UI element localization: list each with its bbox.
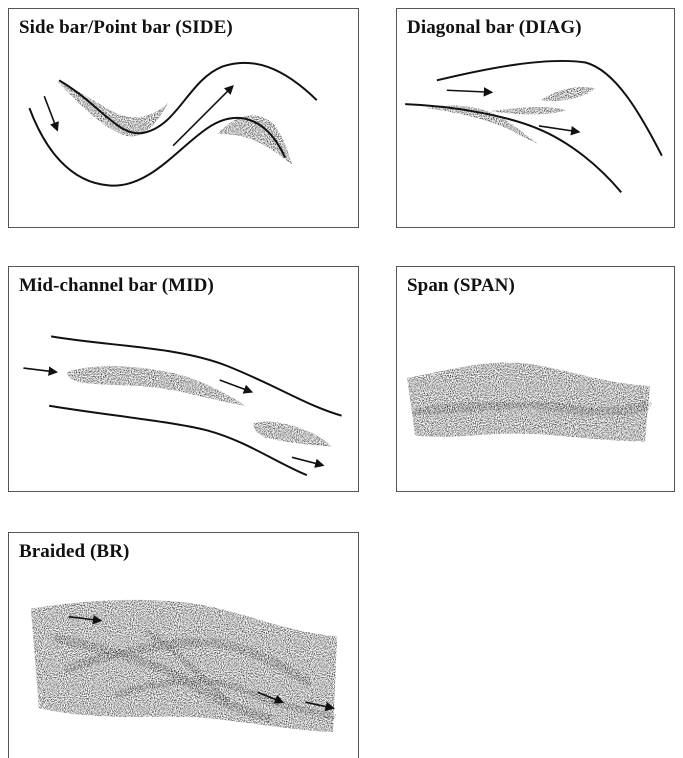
diagonal-bar [541,87,596,101]
flow-arrow [23,368,56,372]
diagonal-bar [488,107,565,114]
panel-diagonal-bar: Diagonal bar (DIAG) [396,8,675,228]
channel-bank-lower [405,104,621,192]
point-bar-upper [57,81,168,136]
panel-side-bar: Side bar/Point bar (SIDE) [8,8,359,228]
point-bar-lower [218,115,292,164]
flow-arrow [447,90,492,92]
span-illustration [397,267,674,491]
flow-arrow [173,86,232,145]
flow-arrow [220,380,252,392]
panel-mid-channel-bar: Mid-channel bar (MID) [8,266,359,492]
panel-span: Span (SPAN) [396,266,675,492]
panel-braided: Braided (BR) [8,532,359,758]
mid-channel-bar [253,422,331,447]
side-bar-illustration [9,9,358,227]
mid-channel-bar [67,366,245,406]
flow-arrow [292,457,323,465]
flow-arrow [44,96,57,130]
diagonal-bar-illustration [397,9,674,227]
braided-illustration [9,533,358,758]
mid-channel-bar-illustration [9,267,358,491]
channel-bank-lower [49,406,307,475]
channel-bank-upper [59,63,317,134]
